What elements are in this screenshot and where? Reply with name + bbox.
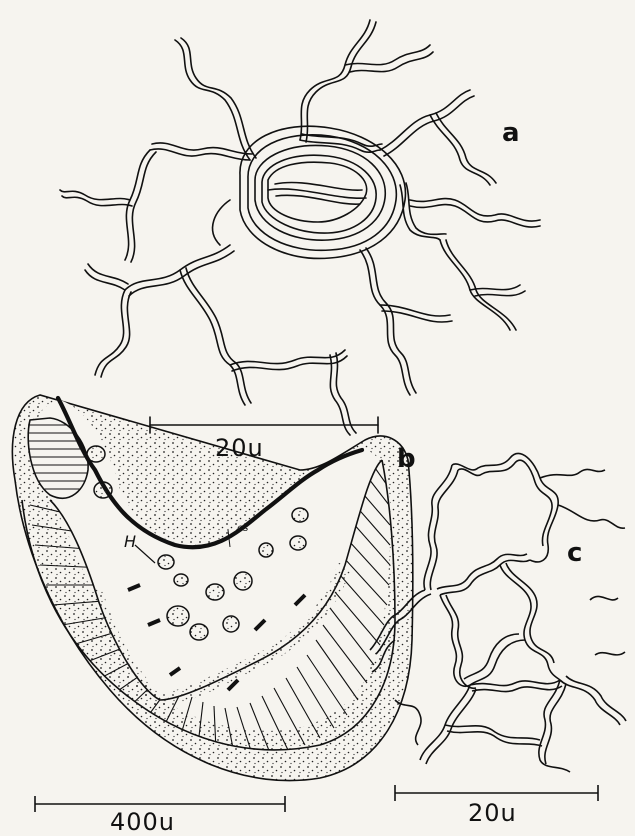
panel-b-annotation-h: H — [124, 532, 136, 551]
panel-b-leaf-cross-section — [12, 395, 412, 812]
panel-a-scale-label: 20u — [215, 434, 264, 462]
panel-c-label: c — [567, 538, 582, 568]
panel-b-annotation-es: es — [237, 523, 248, 534]
stomatal-complex — [240, 126, 406, 258]
epidermal-cell-walls — [60, 20, 540, 435]
panel-c-scale-label: 20u — [468, 799, 517, 827]
panel-b-scale-label: 400u — [110, 808, 175, 836]
panel-b-label: b — [397, 444, 416, 474]
panel-a-stomata-drawing — [60, 20, 540, 435]
panel-a-scale-bar — [150, 417, 378, 433]
panel-a-label: a — [502, 118, 520, 148]
